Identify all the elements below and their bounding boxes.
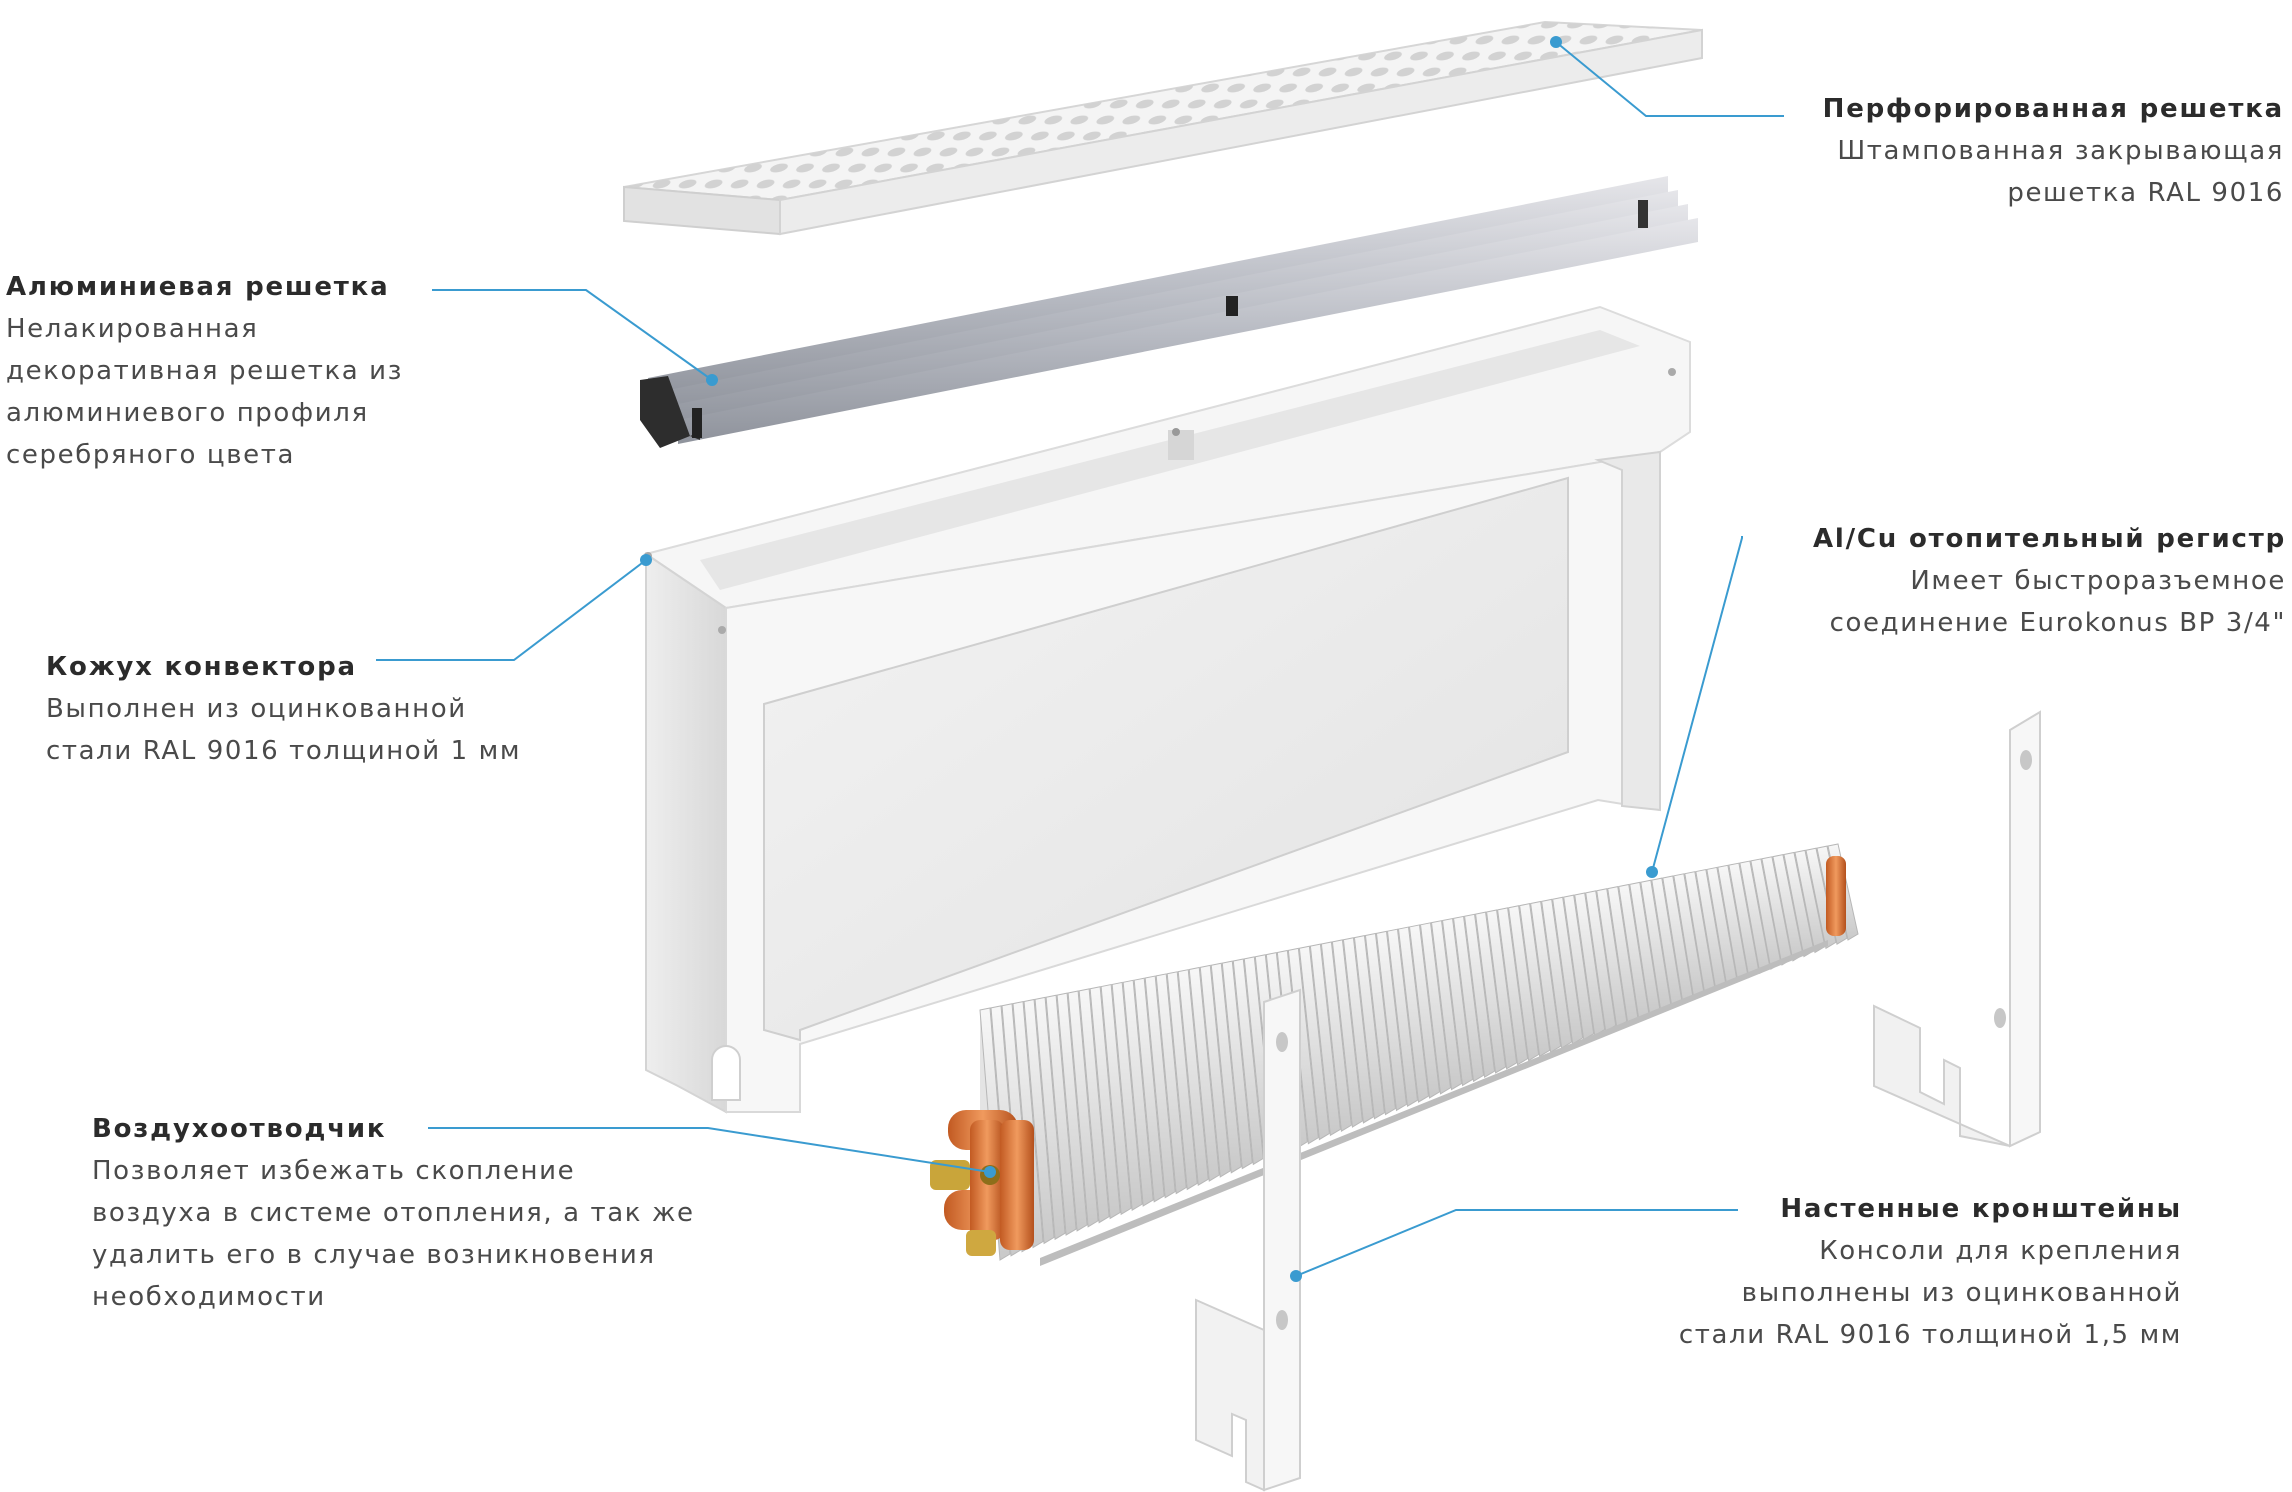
register-fin <box>1342 937 1374 1124</box>
label-line: Имеет быстроразъемное <box>1910 566 2286 596</box>
register-fin <box>1464 913 1496 1078</box>
callout-dots <box>640 36 1658 1282</box>
register-fin <box>1574 892 1606 1037</box>
register-fin <box>1453 915 1485 1083</box>
label-line: соединение Eurokonus BP 3/4" <box>1829 608 2286 638</box>
register-fin <box>1045 994 1077 1236</box>
register-fin <box>1034 996 1066 1241</box>
label-title: Al/Cu отопительный регистр <box>1812 524 2286 554</box>
air-vent-valve <box>930 1110 1034 1256</box>
register-fin <box>1486 909 1518 1070</box>
label-line: серебряного цвета <box>6 440 296 470</box>
label-line: Позволяет избежать скопление <box>92 1156 576 1186</box>
label-line: воздуха в системе отопления, а так же <box>92 1198 695 1228</box>
register-fin <box>1221 960 1253 1170</box>
register-fin <box>1397 926 1430 1103</box>
register-fin <box>1441 917 1474 1087</box>
register-fin <box>1552 896 1584 1045</box>
label-line: алюминиевого профиля <box>6 398 369 428</box>
register-fin <box>1585 890 1617 1033</box>
register-fin <box>1408 924 1441 1099</box>
register-fin <box>1386 928 1419 1108</box>
register-fin <box>1364 932 1396 1116</box>
register-fin <box>1430 920 1463 1091</box>
wall-bracket <box>1873 710 2041 1148</box>
label-line: декоративная решетка из <box>6 356 404 386</box>
label-title: Воздухоотводчик <box>92 1114 387 1144</box>
label-wall-brackets: Настенные кронштейны Консоли для креплен… <box>1679 1188 2182 1356</box>
register-fin <box>1067 990 1099 1228</box>
label-line: Штампованная закрывающая <box>1837 136 2284 166</box>
label-air-vent: Воздухоотводчик Позволяет избежать скопл… <box>92 1108 695 1318</box>
grille-perforated <box>623 20 1703 236</box>
label-convector-casing: Кожух конвектора Выполнен из оцинкованно… <box>46 646 521 772</box>
register-fin <box>1475 911 1507 1074</box>
heating-register <box>979 843 1859 1266</box>
register-fin <box>1563 894 1595 1041</box>
label-line: решетка RAL 9016 <box>2007 178 2284 208</box>
label-title: Кожух конвектора <box>46 652 357 682</box>
register-fin <box>1199 964 1231 1178</box>
label-line: Выполнен из оцинкованной <box>46 694 467 724</box>
register-fin <box>1508 905 1540 1062</box>
register-fin <box>1177 969 1209 1187</box>
label-title: Алюминиевая решетка <box>6 272 390 302</box>
label-perforated-grille: Перфорированная решетка Штампованная зак… <box>1823 88 2284 214</box>
register-fin <box>1298 945 1330 1141</box>
register-fin <box>1122 979 1154 1207</box>
register-fin <box>1320 941 1352 1133</box>
register-fin <box>1541 898 1573 1049</box>
register-fin <box>1100 983 1132 1216</box>
label-heating-register: Al/Cu отопительный регистр Имеет быстрор… <box>1813 518 2286 644</box>
register-fin <box>1166 971 1198 1191</box>
register-fin <box>1023 998 1055 1245</box>
register-fin <box>1144 975 1176 1199</box>
register-fin <box>1519 903 1551 1058</box>
register-fin <box>1089 986 1121 1220</box>
register-fin <box>1331 939 1363 1128</box>
register-fin <box>1133 977 1165 1203</box>
label-title: Настенные кронштейны <box>1780 1194 2182 1224</box>
label-aluminium-grille: Алюминиевая решетка Нелакированная декор… <box>6 266 403 476</box>
callout-lines <box>376 41 1784 1277</box>
label-line: стали RAL 9016 толщиной 1,5 мм <box>1678 1320 2182 1350</box>
label-line: Консоли для крепления <box>1819 1236 2182 1266</box>
register-fin <box>1309 943 1341 1137</box>
register-fin <box>1155 973 1187 1195</box>
register-fin <box>1188 966 1220 1182</box>
label-line: Нелакированная <box>6 314 259 344</box>
register-fin <box>1353 934 1385 1120</box>
wall-bracket <box>1195 988 1301 1492</box>
register-fin <box>1375 930 1408 1112</box>
register-fin <box>1419 922 1452 1095</box>
register-fin <box>1056 992 1088 1232</box>
convector-casing <box>643 305 1691 1114</box>
register-fins <box>979 843 1859 1261</box>
register-fin <box>1530 900 1562 1054</box>
label-line: выполнены из оцинкованной <box>1741 1278 2182 1308</box>
register-fin <box>1497 907 1529 1066</box>
label-line: удалить его в случае возникновения <box>92 1240 656 1270</box>
label-line: необходимости <box>92 1282 326 1312</box>
label-title: Перфорированная решетка <box>1822 94 2284 124</box>
grille-aluminium <box>640 176 1698 448</box>
register-fin <box>1111 981 1143 1211</box>
register-fin <box>1210 962 1242 1174</box>
register-fin <box>1078 988 1110 1224</box>
label-line: стали RAL 9016 толщиной 1 мм <box>46 736 522 766</box>
